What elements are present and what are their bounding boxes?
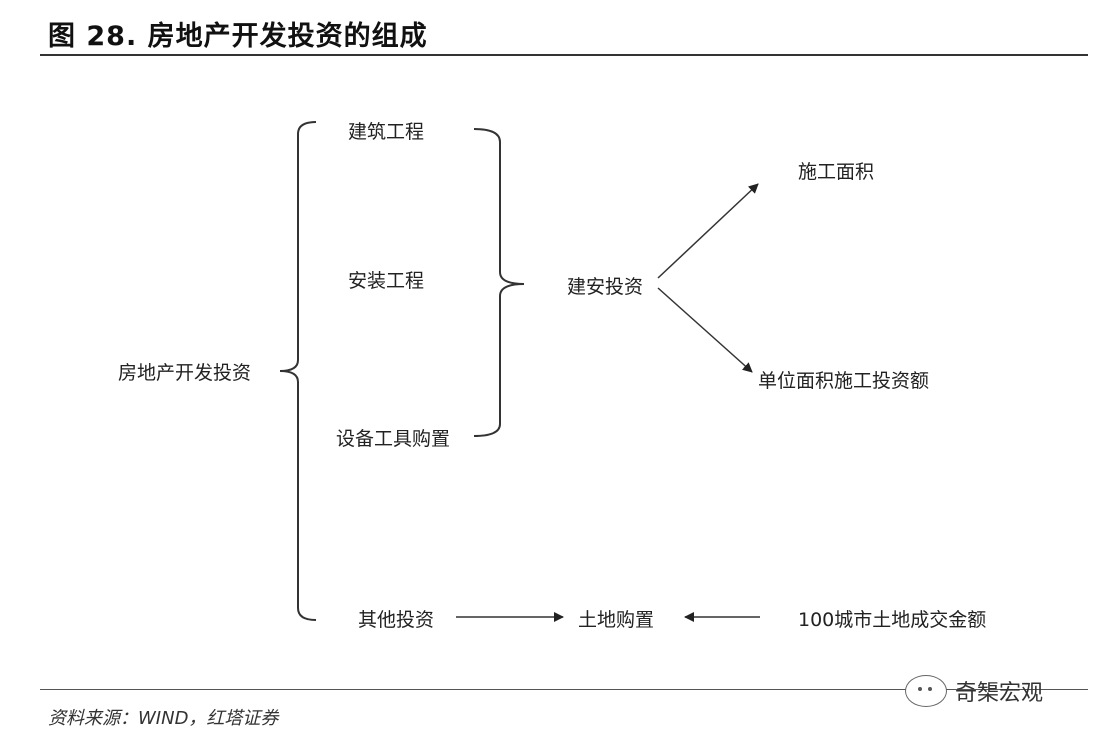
arrow-to-unit-investment xyxy=(657,287,753,373)
top-divider xyxy=(40,54,1088,56)
node-root: 房地产开发投资 xyxy=(118,362,252,384)
node-equipment-purchase: 设备工具购置 xyxy=(336,428,451,450)
root-brace xyxy=(279,121,317,621)
node-unit-area-investment: 单位面积施工投资额 xyxy=(758,370,930,392)
node-land-transaction-value: 100城市土地成交金额 xyxy=(798,609,987,631)
node-other-investment: 其他投资 xyxy=(358,609,435,631)
wechat-logo-icon xyxy=(905,675,947,707)
node-construction-investment: 建安投资 xyxy=(567,276,644,298)
page-title: 图 28. 房地产开发投资的组成 xyxy=(48,21,428,52)
node-construction-area: 施工面积 xyxy=(798,161,875,183)
watermark-text: 奇榘宏观 xyxy=(955,681,1044,706)
construction-brace xyxy=(473,128,525,437)
watermark: 奇榘宏观 xyxy=(905,675,1043,707)
node-installation-works: 安装工程 xyxy=(348,270,425,292)
arrow-to-construction-area xyxy=(657,183,759,279)
source-note: 资料来源：WIND，红塔证券 xyxy=(48,708,279,729)
node-land-purchase: 土地购置 xyxy=(578,609,655,631)
bottom-divider xyxy=(40,689,1088,690)
node-building-works: 建筑工程 xyxy=(348,121,425,143)
